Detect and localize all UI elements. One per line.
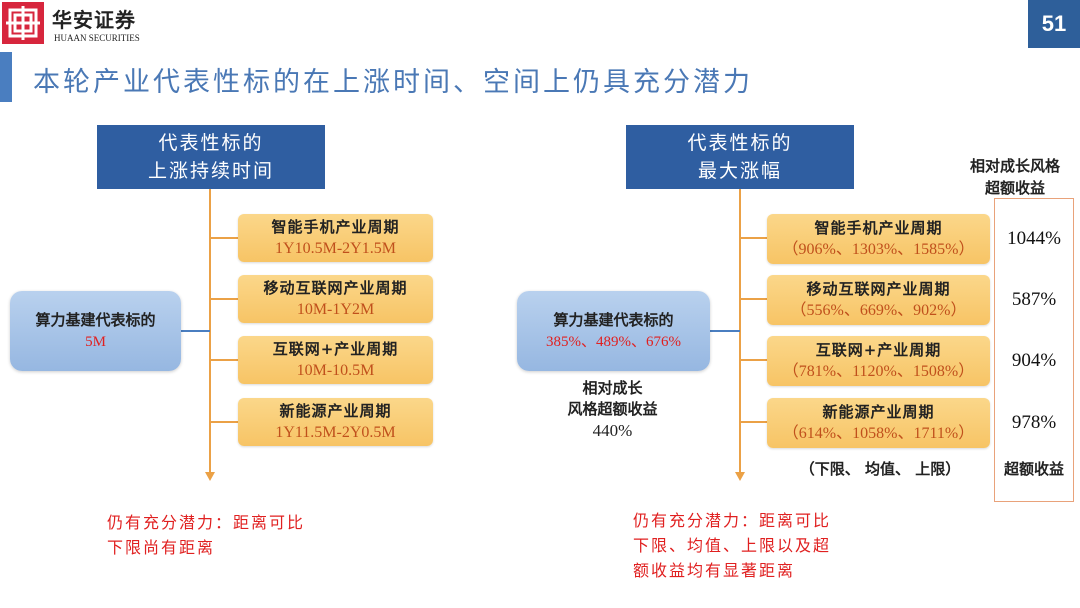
right-item: 智能手机产业周期 （906%、1303%、1585%） <box>767 214 990 264</box>
brand-name-en: HUAAN SECURITIES <box>54 33 140 43</box>
connector <box>210 237 238 239</box>
item-value: （906%、1303%、1585%） <box>782 241 975 258</box>
source-title: 算力基建代表标的 <box>35 311 156 329</box>
right-header-line2: 最大涨幅 <box>697 160 782 182</box>
title-accent-bar <box>0 52 12 102</box>
left-timeline <box>209 189 211 473</box>
excess-value: 978% <box>1011 412 1057 433</box>
connector <box>210 298 238 300</box>
note-line: 仍有充分潜力：距离可比 <box>107 513 306 532</box>
source-excess-value: 440% <box>592 421 633 440</box>
source-value: 5M <box>85 334 106 350</box>
excess-header: 相对成长风格 超额收益 <box>955 155 1075 199</box>
connector <box>740 298 767 300</box>
item-title: 智能手机产业周期 <box>814 219 943 237</box>
connector <box>740 421 767 423</box>
excess-value: 904% <box>1011 350 1057 371</box>
item-title: 移动互联网产业周期 <box>806 280 951 298</box>
left-item: 互联网+产业周期 10M-10.5M <box>238 336 433 384</box>
left-header-line1: 代表性标的 <box>158 132 264 154</box>
item-title: 互联网+产业周期 <box>815 341 942 359</box>
excess-header-line: 超额收益 <box>984 179 1045 197</box>
note-line: 下限、均值、上限以及超 <box>633 536 832 555</box>
item-title: 新能源产业周期 <box>279 402 392 420</box>
item-title: 互联网+产业周期 <box>272 340 399 358</box>
excess-value: 1044% <box>1007 228 1061 249</box>
item-value: （781%、1120%、1508%） <box>782 363 975 380</box>
right-source-box: 算力基建代表标的 385%、489%、676% <box>517 291 710 371</box>
left-source-box: 算力基建代表标的 5M <box>10 291 181 371</box>
item-value: 1Y10.5M-2Y1.5M <box>275 240 396 257</box>
excess-footer: 超额收益 <box>1003 460 1064 478</box>
brand-name: 华安证券 <box>52 8 136 32</box>
item-value: 10M-10.5M <box>296 362 375 379</box>
huaan-logo-icon <box>2 2 44 44</box>
item-title: 新能源产业周期 <box>822 403 935 421</box>
item-value: （614%、1058%、1711%） <box>782 425 975 442</box>
item-title: 智能手机产业周期 <box>271 218 400 236</box>
left-item: 智能手机产业周期 1Y10.5M-2Y1.5M <box>238 214 433 262</box>
page-title: 本轮产业代表性标的在上涨时间、空间上仍具充分潜力 <box>33 67 753 98</box>
source-excess-label: 相对成长 <box>582 379 643 397</box>
right-item: 互联网+产业周期 （781%、1120%、1508%） <box>767 336 990 386</box>
right-item: 新能源产业周期 （614%、1058%、1711%） <box>767 398 990 448</box>
left-item: 移动互联网产业周期 10M-1Y2M <box>238 275 433 323</box>
note-line: 额收益均有显著距离 <box>633 561 796 580</box>
right-header-line1: 代表性标的 <box>687 132 793 154</box>
source-value: 385%、489%、676% <box>546 334 681 350</box>
right-header: 代表性标的 最大涨幅 <box>626 125 854 189</box>
right-note: 仍有充分潜力：距离可比 下限、均值、上限以及超 额收益均有显著距离 <box>633 508 831 583</box>
source-excess: 相对成长 风格超额收益 440% <box>545 378 680 441</box>
range-legend: （下限、 均值、 上限） <box>799 460 961 478</box>
left-note: 仍有充分潜力：距离可比 下限尚有距离 <box>107 510 305 560</box>
left-header-line2: 上涨持续时间 <box>147 160 274 182</box>
connector <box>181 330 210 332</box>
page-number: 51 <box>1028 0 1080 48</box>
connector <box>740 359 767 361</box>
left-header: 代表性标的 上涨持续时间 <box>97 125 325 189</box>
right-arrow-icon <box>735 472 745 481</box>
connector <box>710 330 740 332</box>
item-title: 移动互联网产业周期 <box>263 279 408 297</box>
excess-column <box>994 198 1074 502</box>
left-arrow-icon <box>205 472 215 481</box>
item-value: 10M-1Y2M <box>296 301 375 318</box>
connector <box>210 421 238 423</box>
excess-header-line: 相对成长风格 <box>969 157 1060 175</box>
connector <box>210 359 238 361</box>
note-line: 仍有充分潜力：距离可比 <box>633 511 832 530</box>
item-value: （556%、669%、902%） <box>790 302 967 319</box>
excess-value: 587% <box>1011 289 1057 310</box>
connector <box>740 237 767 239</box>
right-timeline <box>739 189 741 473</box>
source-title: 算力基建代表标的 <box>553 311 674 329</box>
left-item: 新能源产业周期 1Y11.5M-2Y0.5M <box>238 398 433 446</box>
item-value: 1Y11.5M-2Y0.5M <box>275 424 396 441</box>
right-item: 移动互联网产业周期 （556%、669%、902%） <box>767 275 990 325</box>
source-excess-label: 风格超额收益 <box>567 400 658 418</box>
note-line: 下限尚有距离 <box>107 538 216 557</box>
